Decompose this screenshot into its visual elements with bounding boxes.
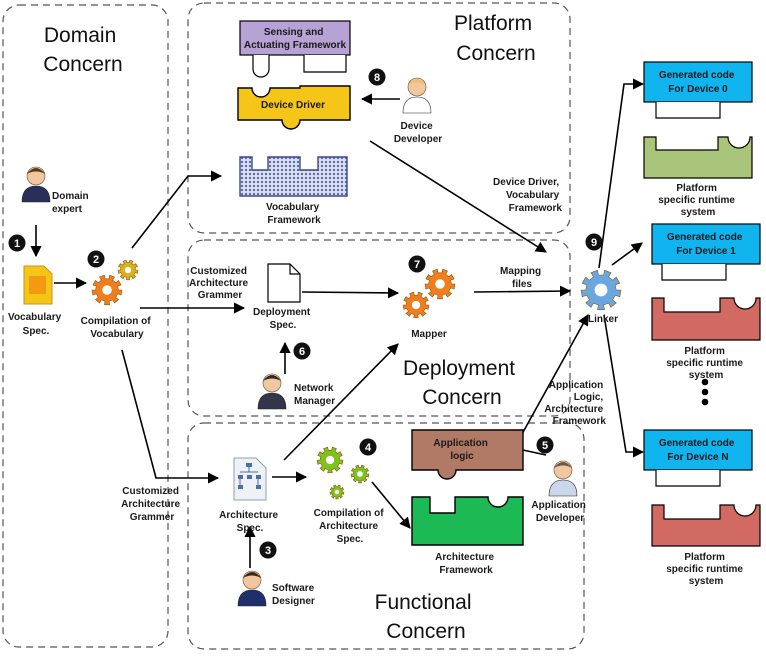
arrow-mapper-to-linker: [473, 285, 572, 297]
domain-concern-region: [2, 4, 169, 648]
runtime-deviceN: Platform specific runtime system: [651, 504, 761, 587]
application-logic-piece: Application logic: [411, 429, 524, 480]
architecture-gear-icon-1: [316, 446, 344, 474]
device-driver-label: Device Driver: [261, 100, 325, 111]
arrow-deployment-to-mapper: [301, 287, 400, 299]
arrow-arch-spec-to-mapper: [283, 343, 399, 461]
step-marker-5: 5: [536, 436, 554, 454]
arrow-linker-to-deviceN: [603, 314, 645, 458]
step-number-5: 5: [542, 440, 548, 452]
step-marker-3: 3: [259, 541, 277, 559]
platform-concern-region: [187, 2, 571, 234]
application-logic-label: Application logic: [433, 438, 490, 462]
step-marker-2: 2: [87, 250, 105, 268]
step-number-9: 9: [591, 237, 597, 249]
architecture-framework-piece: Architecture Framework: [411, 496, 524, 576]
runtime-device1: Platform specific runtime system: [651, 297, 761, 381]
step-number-3: 3: [265, 545, 271, 557]
mapping-files-label: Mapping files: [500, 266, 544, 290]
people-layer: [21, 77, 578, 607]
runtime-1-label: Platform specific runtime system: [666, 346, 745, 381]
step-marker-9: 9: [585, 233, 603, 251]
gen-code-n-label: Generated code For Device N: [659, 438, 737, 463]
domain-expert-person-icon: [21, 166, 51, 203]
runtime-device0: Platform specific runtime system: [643, 136, 753, 218]
arrow-driver-to-linker: [369, 140, 547, 253]
gears-layer: [91, 259, 622, 500]
linker-gear-icon: [580, 269, 622, 310]
mapper-label: Mapper: [411, 329, 447, 340]
domain-expert-label: Domain expert: [52, 191, 91, 215]
arrow-compiler-to-architecture-spec: [121, 349, 220, 484]
generated-code-deviceN: Generated code For Device N: [643, 429, 753, 487]
customized-grammer-bottom-label: Customized Architecture Grammer: [121, 486, 183, 523]
compilation-vocabulary-label: Compilation of Vocabulary: [81, 316, 154, 340]
step-marker-7: 7: [408, 255, 426, 273]
device-developer-label: Device Developer: [394, 121, 442, 145]
dd-vocab-framework-label: Device Driver, Vocabulary Framework: [493, 177, 562, 214]
software-designer-person-icon: [237, 570, 267, 607]
customized-grammer-top-label: Customized Architecture Grammer: [189, 266, 251, 301]
arrow-compiler-to-arch-framework: [371, 481, 411, 529]
vocabulary-framework-label: Vocabulary Framework: [266, 202, 322, 226]
step-number-2: 2: [93, 254, 99, 266]
step-number-6: 6: [299, 346, 305, 358]
deployment-concern-region: [187, 239, 571, 417]
app-logic-framework-label: Application Logic, Architecture Framewor…: [544, 380, 606, 427]
linker-label: Linker: [588, 314, 618, 325]
architecture-spec-document-icon: Architecture Spec.: [219, 457, 281, 534]
device-developer-person-icon: [402, 77, 432, 114]
step-number-7: 7: [414, 259, 420, 271]
mapper-gear-icon-large: [424, 268, 456, 300]
more-devices-dots: [701, 378, 709, 406]
step-marker-6: 6: [293, 342, 311, 360]
runtime-0-label: Platform specific runtime system: [658, 183, 737, 218]
sensing-framework-label: Sensing and Actuating Framework: [244, 27, 347, 51]
step-marker-4: 4: [359, 438, 377, 456]
step-markers: 1 2 3 4 5 6 7 8 9: [8, 68, 603, 559]
vocabulary-framework-piece: Vocabulary Framework: [239, 156, 348, 226]
step-marker-1: 1: [8, 234, 26, 252]
runtime-n-label: Platform specific runtime system: [666, 552, 745, 587]
architecture-spec-label: Architecture Spec.: [219, 510, 281, 534]
application-developer-person-icon: [548, 460, 578, 497]
compilation-vocabulary-small-gear-icon: [117, 259, 139, 281]
compilation-architecture-label: Compilation of Architecture Spec.: [314, 508, 387, 545]
network-manager-label: Network Manager: [294, 383, 336, 407]
functional-concern-region: [187, 422, 585, 650]
step-number-8: 8: [374, 72, 380, 84]
step-number-1: 1: [14, 238, 20, 250]
arrow-compiler-to-vocab-framework: [131, 170, 223, 249]
deployment-spec-label: Deployment Spec.: [253, 307, 313, 331]
flow-arrows: [30, 78, 645, 568]
platform-concern-title: Platform Concern: [454, 12, 538, 65]
step-number-4: 4: [365, 442, 372, 454]
step-marker-8: 8: [368, 68, 386, 86]
domain-concern-title: Domain Concern: [43, 24, 122, 76]
generated-code-device0: Generated code For Device 0: [643, 61, 753, 119]
functional-concern-title: Functional Concern: [375, 591, 478, 643]
network-manager-person-icon: [257, 373, 287, 410]
vocabulary-spec-document-icon: Vocabulary Spec.: [8, 265, 64, 337]
software-designer-label: Software Designer: [272, 583, 317, 607]
sensing-actuating-framework: Sensing and Actuating Framework: [239, 20, 351, 78]
gen-code-0-label: Generated code For Device 0: [659, 70, 737, 95]
deployment-concern-title: Deployment Concern: [403, 357, 521, 409]
generated-code-device1: Generated code For Device 1: [651, 223, 761, 281]
compilation-vocabulary-gear-icon: [91, 274, 123, 306]
mapper-gear-icon-small: [402, 291, 430, 319]
deployment-spec-document-icon: Deployment Spec.: [253, 263, 313, 331]
architecture-gear-icon-3: [329, 484, 345, 500]
gen-code-1-label: Generated code For Device 1: [667, 232, 745, 257]
arrow-app-logic-to-linker: [521, 314, 589, 435]
application-developer-label: Application Developer: [531, 500, 588, 524]
arrow-linker-to-device1: [611, 242, 643, 266]
device-driver-piece: Device Driver: [237, 85, 351, 130]
architecture-framework-label: Architecture Framework: [435, 552, 497, 576]
vocabulary-spec-label: Vocabulary Spec.: [8, 312, 64, 337]
arrow-linker-to-device0: [598, 78, 645, 269]
architecture-gear-icon-2: [350, 464, 370, 484]
